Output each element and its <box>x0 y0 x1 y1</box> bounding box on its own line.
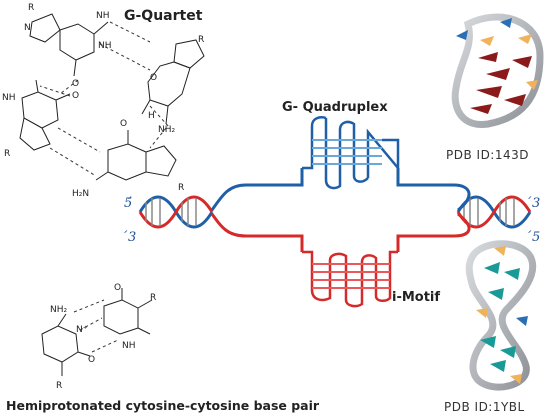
atom-h2n: H₂N <box>72 189 89 199</box>
pdb-id-1ybl-label: PDB ID:1YBL <box>444 400 525 414</box>
cytosine-pair-structure <box>41 288 153 376</box>
atom-h2n: NH <box>96 11 110 21</box>
atom-nh: NH <box>98 41 112 51</box>
guanine-top-left <box>29 13 109 77</box>
cc-hydrogen-bonds <box>73 299 119 353</box>
atom-r: R <box>198 35 204 45</box>
g-quadruplex-shape <box>302 116 400 190</box>
atom-r: R <box>150 293 156 303</box>
atom-n-plus: N⁺ <box>76 325 88 335</box>
g-quartet-label: G-Quartet <box>124 8 203 24</box>
atom-o: O <box>114 283 121 293</box>
five-prime-left-label: 5́ <box>124 196 133 211</box>
g-quartet-structure <box>19 13 205 181</box>
guanine-left <box>19 79 71 151</box>
left-helix <box>138 195 214 229</box>
atom-o: O <box>88 355 95 365</box>
red-strand-path <box>210 212 471 252</box>
cc-atom-labels: NH₂ N⁺ O R O R NH <box>50 283 156 391</box>
blue-strand-path <box>210 168 471 212</box>
atom-nh2: NH₂ <box>50 305 68 315</box>
atom-r: R <box>178 183 184 193</box>
pdb-id-143d-label: PDB ID:143D <box>446 148 529 162</box>
right-helix <box>456 195 532 229</box>
g-quartet-atom-labels: R N NH NH O R O H NH₂ NH O R O H₂N R <box>2 3 204 199</box>
structure-143d <box>451 13 544 128</box>
five-prime-right-label: ́5 <box>532 230 541 245</box>
structure-1ybl <box>465 240 537 391</box>
guanine-top-right <box>141 39 205 125</box>
atom-n: N <box>24 23 31 33</box>
atom-nh: NH <box>2 93 16 103</box>
g-quadruplex-label: G- Quadruplex <box>282 100 388 115</box>
i-motif-label: i-Motif <box>392 290 441 305</box>
guanine-bottom <box>95 130 177 181</box>
atom-h: H <box>148 111 155 121</box>
atom-o: O <box>150 73 157 83</box>
atom-o: O <box>72 79 79 89</box>
atom-nh2: NH₂ <box>158 125 176 135</box>
atom-r: R <box>28 3 34 13</box>
cc-base-pair-label: Hemiprotonated cytosine-cytosine base pa… <box>6 398 320 413</box>
atom-r: R <box>4 149 10 159</box>
atom-o: O <box>120 119 127 129</box>
hydrogen-bonds <box>39 21 171 177</box>
atom-r: R <box>56 381 62 391</box>
atom-nh: NH <box>122 341 136 351</box>
i-motif-shape <box>302 250 398 308</box>
atom-o: O <box>72 91 79 101</box>
three-prime-left-label: ́3 <box>128 230 137 245</box>
three-prime-right-label: ́3 <box>532 196 541 211</box>
